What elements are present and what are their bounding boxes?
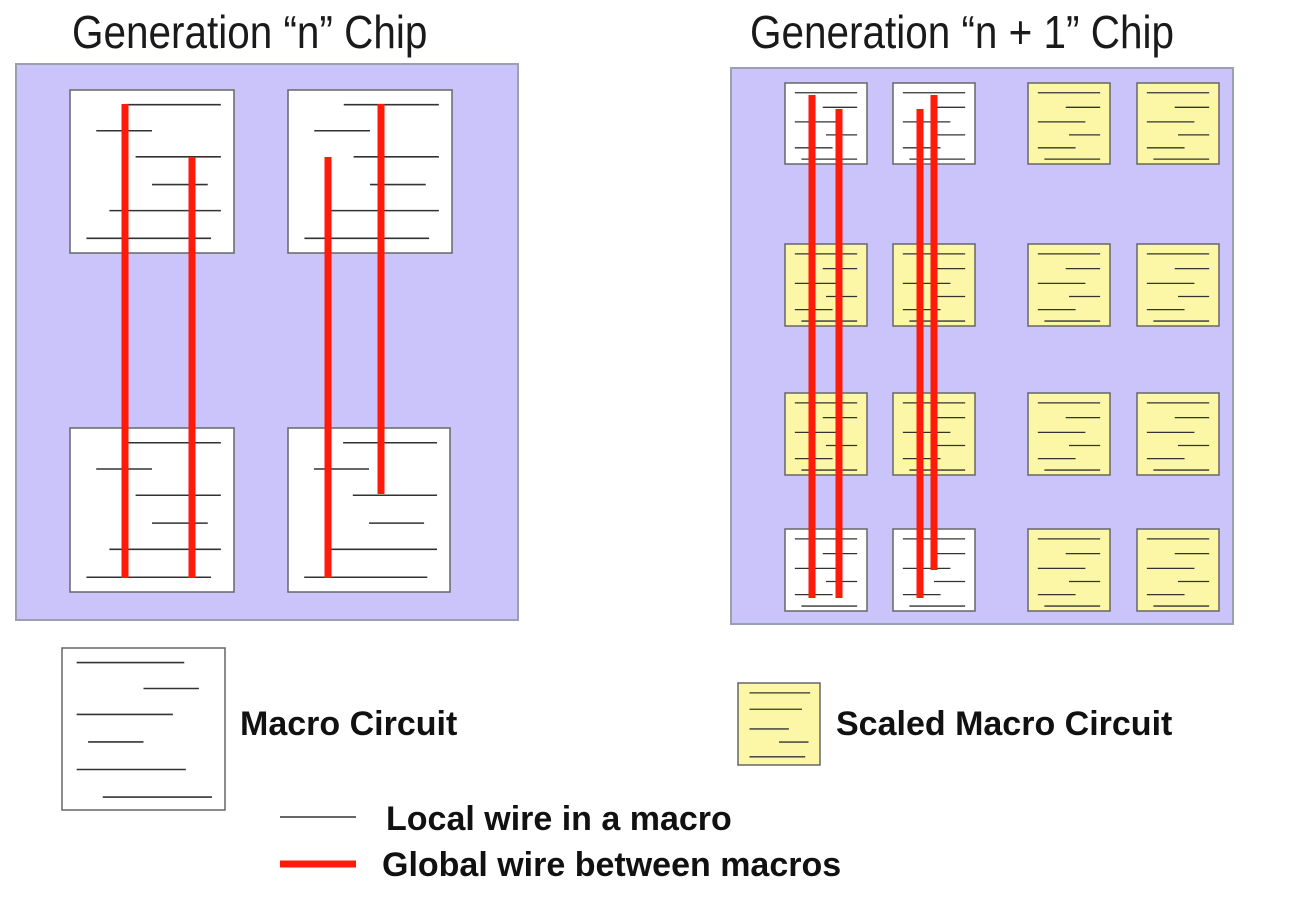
scaled-macro-box (1136, 243, 1220, 327)
macro-box (69, 427, 235, 593)
macro-box (287, 89, 453, 254)
gen-n-macro-top-left (69, 89, 235, 254)
macro-box (784, 82, 868, 165)
global-wires (121, 95, 938, 598)
gen-n1-title: Generation “n + 1” Chip (750, 8, 1174, 59)
scaled-macro-box (1027, 82, 1111, 165)
legend-scaled-macro-circuit-label: Scaled Macro Circuit (836, 705, 1172, 743)
gen-n1-macro-r2c1 (784, 243, 868, 327)
legend-global-wire-label: Global wire between macros (382, 846, 841, 884)
legend-macro-circuit-icon (61, 647, 226, 811)
gen-n-title: Generation “n” Chip (72, 8, 427, 59)
scaled-macro-box (1027, 392, 1111, 476)
scaled-macro-box (784, 243, 868, 327)
legend-macro-circuit-label: Macro Circuit (240, 705, 457, 743)
gen-n1-macro-r3c3 (1027, 392, 1111, 476)
gen-n1-macro-r3c4 (1136, 392, 1220, 476)
gen-n1-macro-r2c3 (1027, 243, 1111, 327)
gen-n1-macro-r4c3 (1027, 528, 1111, 612)
scaled-macro-box (1027, 243, 1111, 327)
gen-n1-macro-r3c1 (784, 392, 868, 476)
gen-n1-macro-r2c4 (1136, 243, 1220, 327)
gen-n-macro-bottom-left (69, 427, 235, 593)
gen-n-macro-top-right (287, 89, 453, 254)
scaled-macro-box (1027, 528, 1111, 612)
gen-n-macro-bottom-right (287, 427, 451, 593)
scaled-macro-box (784, 392, 868, 476)
scaled-macro-box (1136, 82, 1220, 165)
gen-n1-macro-r4c4 (1136, 528, 1220, 612)
gen-n1-macro-r1c4 (1136, 82, 1220, 165)
scaled-macro-box (1136, 528, 1220, 612)
gen-n1-macro-r1c1 (784, 82, 868, 165)
scaled-macro-box (1136, 392, 1220, 476)
macro-box (69, 89, 235, 254)
scaled-macro-box (737, 682, 821, 766)
gen-n1-macro-r4c1 (784, 528, 868, 612)
legend-local-wire-label: Local wire in a macro (386, 800, 732, 838)
macro-box (784, 528, 868, 612)
macro-box (287, 427, 451, 593)
gen-n1-macro-r1c3 (1027, 82, 1111, 165)
legend-scaled-macro-circuit-icon (737, 682, 821, 766)
macro-box (61, 647, 226, 811)
